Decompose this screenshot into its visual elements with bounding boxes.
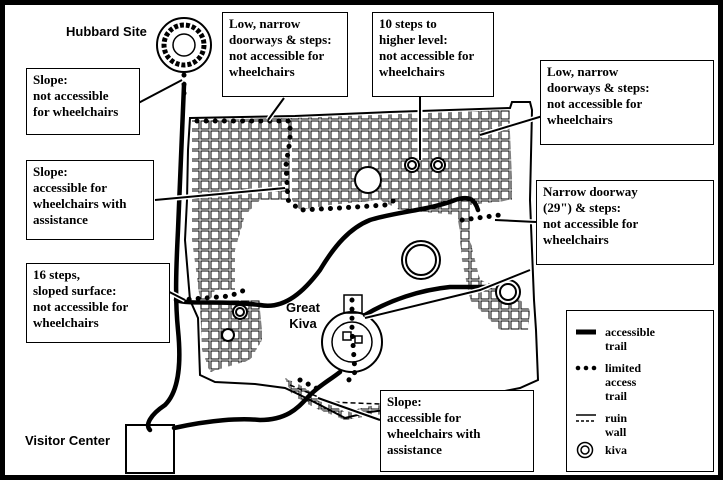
north-east-room-block — [292, 110, 530, 330]
limited-access-trail — [177, 72, 503, 393]
leader-lines — [124, 79, 547, 421]
hubbard-site-label: Hubbard Site — [66, 24, 147, 39]
map-legend: accessible trail limited access trail ru… — [566, 310, 714, 472]
legend-limited-access-trail-label: limited access trail — [605, 361, 641, 403]
accessible-trail-swatch — [576, 329, 596, 335]
legend-ruin-wall-label: ruin wall — [605, 411, 628, 439]
kivas — [221, 157, 521, 342]
hubbard-site-marker — [156, 17, 212, 73]
great-kiva — [321, 294, 383, 373]
callout-slope-not-accessible: Slope: not accessible for wheelchairs — [26, 68, 140, 135]
callout-narrow-doorway: Narrow doorway (29") & steps: not access… — [536, 180, 714, 265]
visitor-center-building — [125, 424, 175, 474]
callout-ten-steps: 10 steps to higher level: not accessible… — [372, 12, 494, 97]
legend-kiva-label: kiva — [605, 443, 628, 457]
accessible-trail — [145, 82, 493, 433]
callout-low-narrow-doorways-right: Low, narrow doorways & steps: not access… — [540, 60, 714, 145]
callout-sixteen-steps: 16 steps, sloped surface: not accessible… — [26, 263, 170, 343]
limited-access-trail-swatch — [575, 365, 597, 371]
ruin-wall-swatch — [576, 414, 596, 422]
west-room-block — [192, 118, 292, 300]
callout-low-narrow-doorways-top: Low, narrow doorways & steps: not access… — [222, 12, 348, 97]
legend-accessible-trail-label: accessible trail — [605, 325, 655, 353]
kiva-symbol-icon — [576, 441, 594, 459]
south-wall-block — [285, 378, 395, 420]
callout-slope-accessible-bottom: Slope: accessible for wheelchairs with a… — [380, 390, 534, 472]
visitor-center-label: Visitor Center — [25, 433, 111, 448]
callout-slope-accessible-left: Slope: accessible for wheelchairs with a… — [26, 160, 154, 240]
great-kiva-label: Great Kiva — [286, 300, 320, 331]
